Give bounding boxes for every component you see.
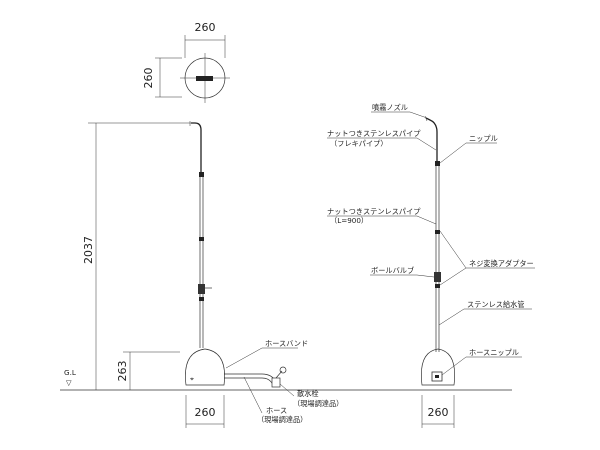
label-nozzle: 噴霧ノズル <box>372 103 408 112</box>
label-adapter: ネジ変換アダプター <box>469 259 534 268</box>
base-width-right-dimension: 260 <box>428 406 449 419</box>
label-pipe-900: ナットつきステンレスパイプ <box>327 207 421 216</box>
right-elevation: 260 <box>327 111 535 428</box>
label-hose-band: ホースバンド <box>265 339 308 348</box>
label-hose: ホース <box>266 406 287 415</box>
base-height-dimension: 263 <box>116 361 129 382</box>
top-width-dimension: 260 <box>195 21 216 34</box>
height-dimensions: 2037 263 G.L ▽ <box>64 122 195 390</box>
label-pipe-900-note: （L=900） <box>330 216 368 225</box>
label-nipple: ニップル <box>469 134 498 143</box>
total-height-dimension: 2037 <box>82 236 95 264</box>
top-height-dimension: 260 <box>142 68 155 89</box>
ground-marker: ▽ <box>66 378 72 387</box>
base-body-right <box>421 348 455 386</box>
left-elevation: ⌖ 260 <box>185 121 298 428</box>
base-width-left-dimension: 260 <box>195 406 216 419</box>
svg-text:⌖: ⌖ <box>190 374 194 383</box>
label-hose-note: （現場調達品） <box>257 415 307 424</box>
label-hose-nipple: ホースニップル <box>469 348 519 357</box>
ground-label: G.L <box>64 368 76 377</box>
pipe-fitting-top <box>196 76 213 81</box>
label-supply-pipe: ステンレス給水管 <box>467 300 525 309</box>
label-faucet-note: （現場調達品） <box>293 399 343 408</box>
label-faucet: 散水栓 <box>297 389 319 398</box>
label-flex-pipe-note: （フレキパイプ） <box>330 139 388 148</box>
top-view: 260 260 <box>142 21 230 103</box>
label-flex-pipe: ナットつきステンレスパイプ <box>327 129 421 138</box>
label-ball-valve: ボールバルブ <box>371 266 414 275</box>
